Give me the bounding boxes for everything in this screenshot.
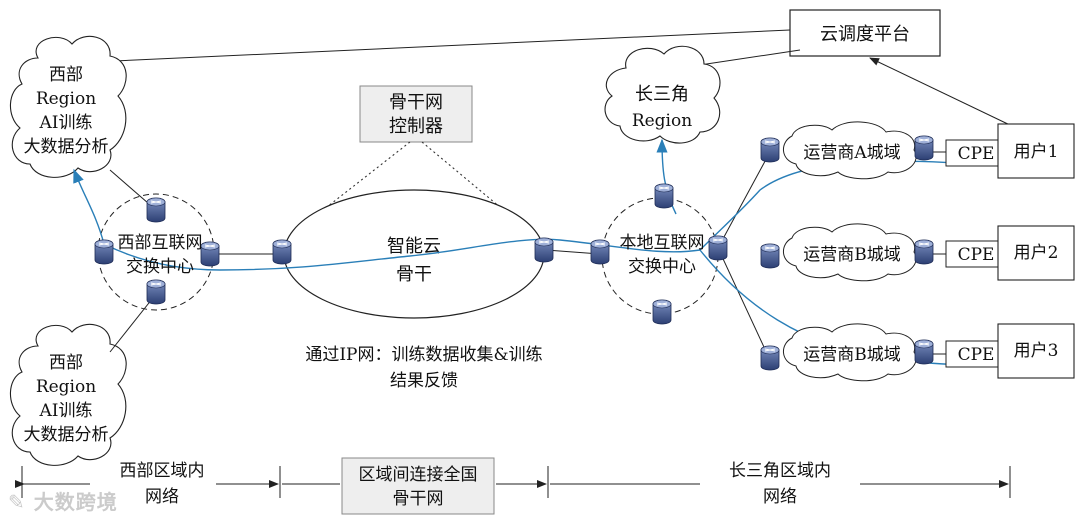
router-icon xyxy=(760,243,780,269)
watermark: ✎ 大数跨境 xyxy=(8,486,118,515)
cpe-3-label: CPE xyxy=(958,345,995,365)
carrier-b2-label: 运营商B城域 xyxy=(803,345,901,365)
yangtze-line-2: Region xyxy=(632,111,692,131)
west-top-line-2: Region xyxy=(36,89,96,109)
user-3-label: 用户3 xyxy=(1014,341,1059,361)
carrier-b1-label: 运营商B城域 xyxy=(803,245,901,265)
west-bottom-line-4: 大数据分析 xyxy=(24,425,109,445)
inter-region-line-2: 骨干网 xyxy=(393,489,444,509)
cloud-platform-label: 云调度平台 xyxy=(820,24,910,45)
local-ix-circle xyxy=(601,197,719,315)
router-icon xyxy=(914,339,934,365)
west-bottom-line-2: Region xyxy=(36,377,96,397)
watermark-icon: ✎ xyxy=(8,490,26,514)
west-bottom-line-3: AI训练 xyxy=(39,401,93,421)
west-ix-line-1: 西部互联网 xyxy=(118,233,203,253)
topology-links xyxy=(109,151,946,361)
west-top-line-4: 大数据分析 xyxy=(24,137,109,157)
west-region-cloud-top: 西部 Region AI训练 大数据分析 xyxy=(9,35,127,178)
router-icon xyxy=(534,237,554,263)
inter-region-line-1: 区域间连接全国 xyxy=(359,465,478,485)
router-icon xyxy=(708,235,728,261)
region-dimension-bar xyxy=(15,466,1011,498)
user-1-label: 用户1 xyxy=(1014,142,1059,162)
user-2: 用户2 xyxy=(997,225,1075,281)
router-icon xyxy=(146,197,166,223)
local-ix-line-1: 本地互联网 xyxy=(620,233,705,253)
user-3: 用户3 xyxy=(997,323,1075,379)
router-icon xyxy=(94,239,114,265)
router-icon xyxy=(146,279,166,305)
backbone-line-2: 骨干 xyxy=(396,264,432,285)
user1-to-platform-arrow xyxy=(869,57,1013,127)
backbone-controller: 骨干网 控制器 xyxy=(359,85,473,143)
user-1: 用户1 xyxy=(997,123,1075,179)
cpe-2-label: CPE xyxy=(958,245,995,265)
yangtze-line-1: 长三角 xyxy=(635,84,689,105)
cpe-3: CPE xyxy=(945,340,1007,368)
west-network-line-2: 网络 xyxy=(145,487,179,507)
router-icon xyxy=(914,239,934,265)
router-icon xyxy=(654,183,674,209)
router-icon xyxy=(200,241,220,267)
backbone-line-1: 智能云 xyxy=(387,236,441,257)
watermark-text: 大数跨境 xyxy=(33,490,118,514)
west-region-cloud-bottom: 西部 Region AI训练 大数据分析 xyxy=(9,323,127,466)
controller-line-1: 骨干网 xyxy=(389,92,443,113)
west-ix-line-2: 交换中心 xyxy=(126,257,194,277)
smart-cloud-backbone: 智能云 骨干 xyxy=(283,189,545,319)
router-icon xyxy=(760,137,780,163)
inter-region-box: 区域间连接全国 骨干网 xyxy=(341,457,495,515)
router-icon xyxy=(760,345,780,371)
user-2-label: 用户2 xyxy=(1014,243,1059,263)
carrier-b-cloud-2: 运营商B城域 xyxy=(783,323,917,382)
local-ix-line-2: 交换中心 xyxy=(628,257,696,277)
ip-note-line-1: 通过IP网：训练数据收集&训练 xyxy=(305,345,542,365)
yangtze-network-line-1: 长三角区域内 xyxy=(729,461,831,481)
cpe-1: CPE xyxy=(945,139,1007,167)
cloud-scheduling-platform: 云调度平台 xyxy=(789,9,941,57)
west-top-line-3: AI训练 xyxy=(39,113,93,133)
west-bottom-line-1: 西部 xyxy=(49,353,83,373)
yangtze-network-line-2: 网络 xyxy=(763,487,797,507)
ip-note-line-2: 结果反馈 xyxy=(390,371,458,391)
router-icon xyxy=(914,135,934,161)
carrier-a-label: 运营商A城域 xyxy=(803,143,900,163)
controller-line-2: 控制器 xyxy=(389,116,443,137)
carrier-a-cloud: 运营商A城域 xyxy=(783,121,917,180)
carrier-b-cloud-1: 运营商B城域 xyxy=(783,223,917,282)
west-top-line-1: 西部 xyxy=(49,65,83,85)
west-network-line-1: 西部区域内 xyxy=(120,461,205,481)
platform-to-west-arrow xyxy=(91,29,791,66)
yangtze-region-cloud: 长三角 Region xyxy=(604,45,721,144)
router-icon xyxy=(272,239,292,265)
cpe-1-label: CPE xyxy=(958,144,995,164)
router-icon xyxy=(590,239,610,265)
cpe-2: CPE xyxy=(945,240,1007,268)
router-icon xyxy=(652,299,672,325)
